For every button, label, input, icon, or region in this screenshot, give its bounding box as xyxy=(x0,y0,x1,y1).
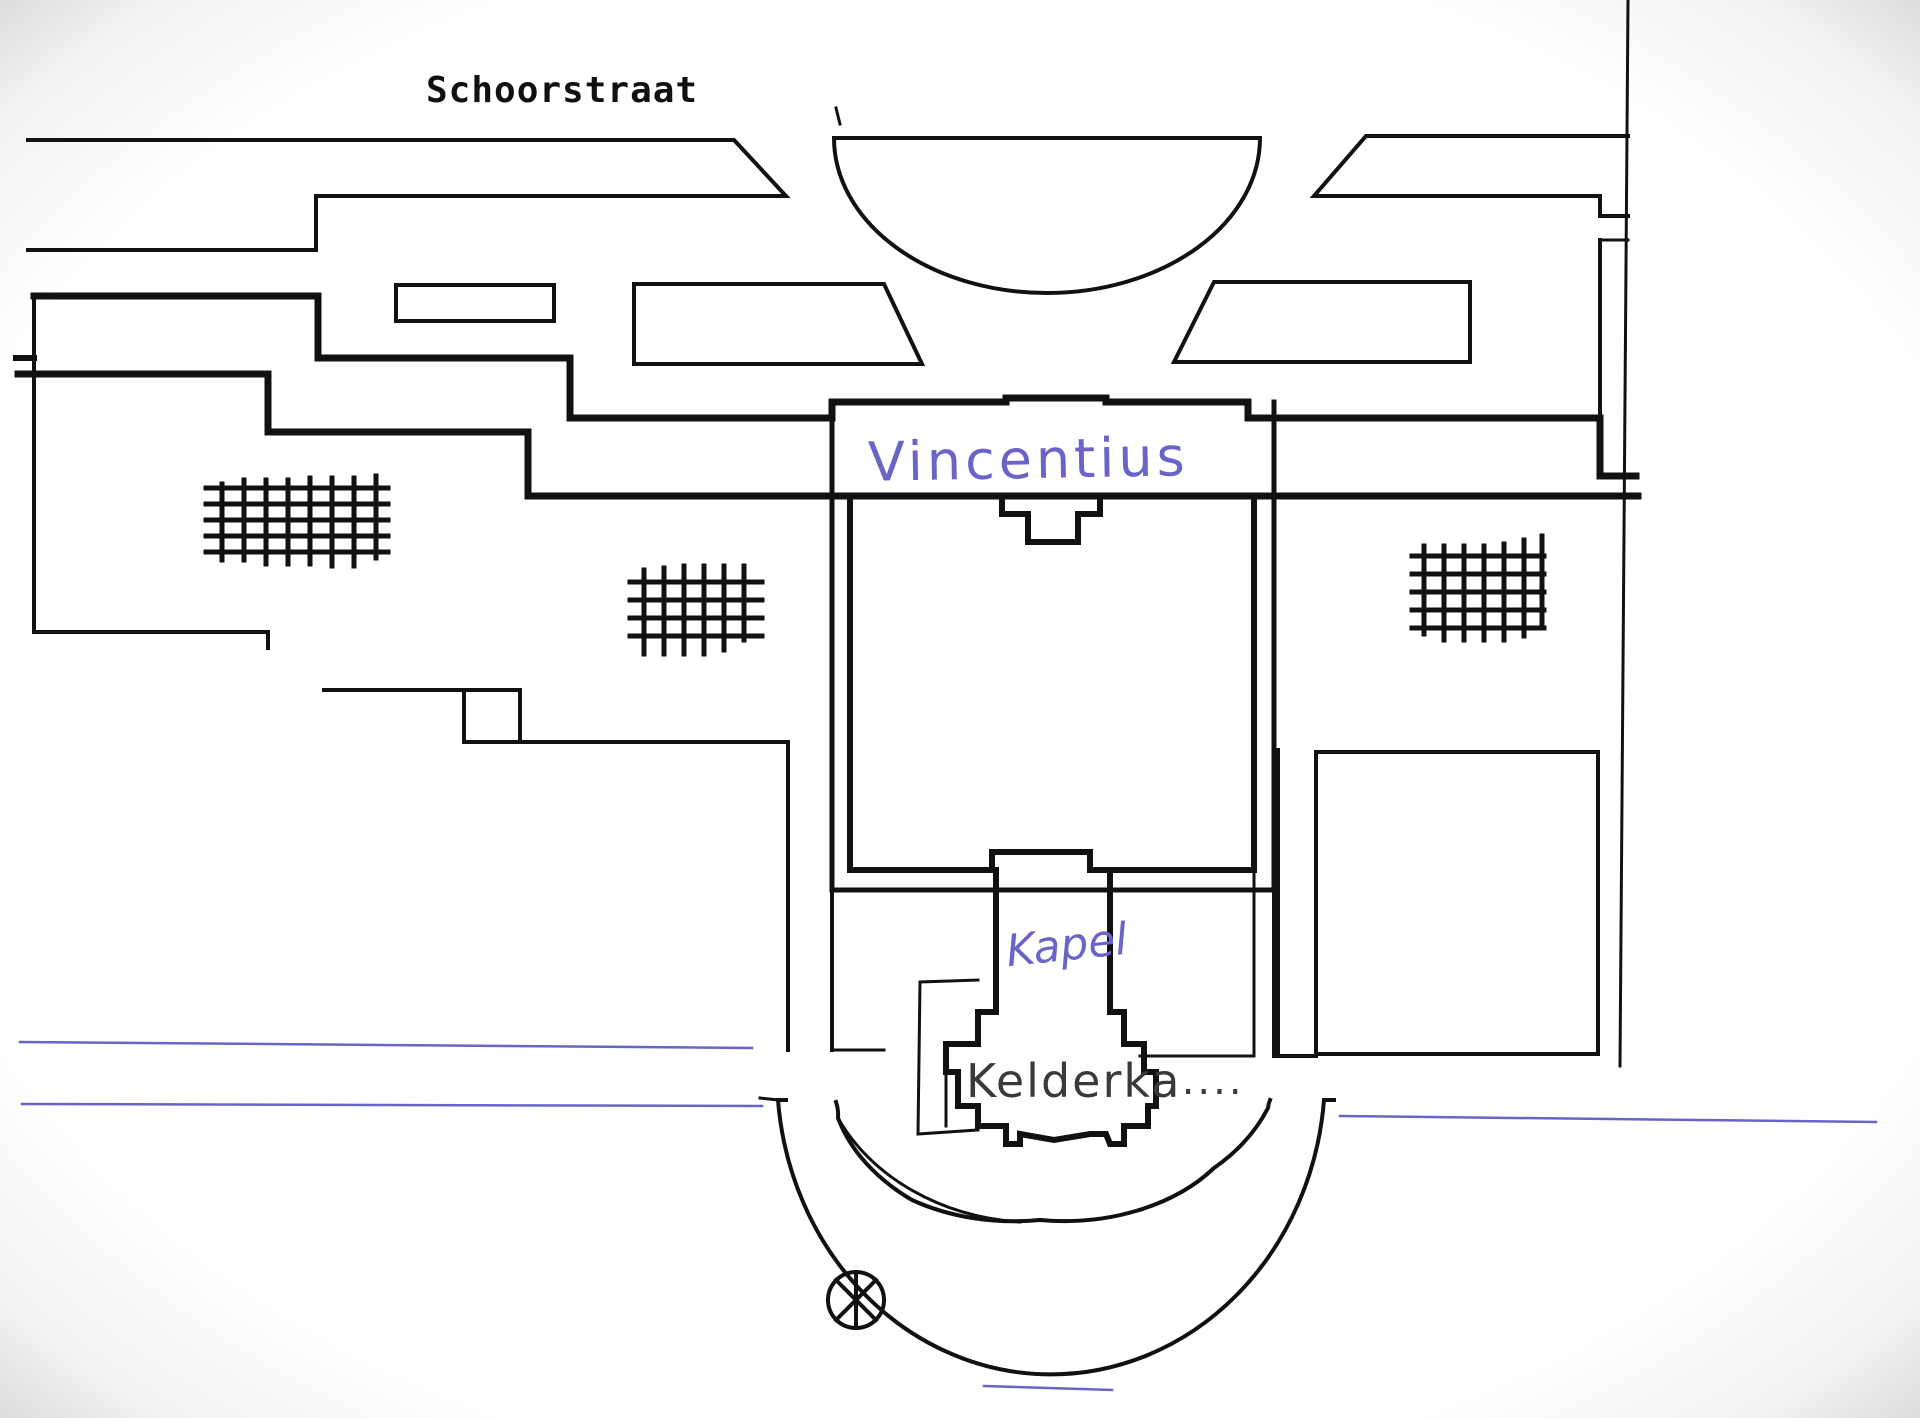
hatched-area-3 xyxy=(1409,533,1547,643)
cellar-label: Kelderka xyxy=(966,1054,1182,1108)
outline-west xyxy=(32,106,842,1052)
block-trapezoid-left xyxy=(632,282,926,366)
building-label-vincentius: Vincentius xyxy=(867,425,1190,494)
courtyard-south-west xyxy=(830,888,1256,1058)
street-edge-left xyxy=(26,138,791,252)
block-trapezoid-right xyxy=(1170,280,1472,364)
blue-line-1 xyxy=(18,1040,754,1050)
blue-line-2 xyxy=(20,1102,764,1108)
tree-icon xyxy=(826,1270,886,1330)
boundary-lower xyxy=(14,370,1642,500)
plaza-semicircle xyxy=(831,136,1263,295)
street-edge-right xyxy=(1309,134,1630,218)
blocks-top xyxy=(394,280,1472,366)
outline-west-upper xyxy=(32,294,270,650)
hatched-area-2 xyxy=(627,563,765,657)
boundary-upper xyxy=(30,292,1640,480)
boundary-thick xyxy=(13,292,1642,500)
street-label-schoorstraat: Schoorstraat xyxy=(426,70,699,111)
block-east xyxy=(1276,748,1600,1058)
blue-line-4 xyxy=(982,1384,1114,1392)
chapel-outline xyxy=(943,849,1159,1147)
east-edge xyxy=(1618,0,1630,1068)
cellar-label-trailing: ..... xyxy=(1166,1058,1245,1104)
street-block-north xyxy=(26,134,1630,295)
vincentius-court xyxy=(847,493,1257,873)
chapel xyxy=(916,849,1159,1147)
roundabout-outer xyxy=(775,1098,1336,1377)
block-east-rect xyxy=(1314,750,1600,1056)
vincentius-outer xyxy=(829,399,1277,893)
block-small xyxy=(394,283,556,323)
blue-lines xyxy=(18,1040,1878,1392)
outline-east xyxy=(1598,0,1630,1068)
outline-west-box xyxy=(462,688,522,744)
roundabout-inner-right xyxy=(1037,1097,1273,1224)
roundabout-south xyxy=(758,1096,1336,1377)
roundabout-mid xyxy=(835,1115,1022,1224)
hatched-area-1 xyxy=(203,473,391,569)
blue-line-3 xyxy=(1338,1114,1878,1124)
outline-west-lower xyxy=(322,688,790,1052)
building-vincentius xyxy=(829,399,1277,1058)
vincentius-front xyxy=(999,493,1103,545)
chapel-annex xyxy=(916,978,980,1136)
